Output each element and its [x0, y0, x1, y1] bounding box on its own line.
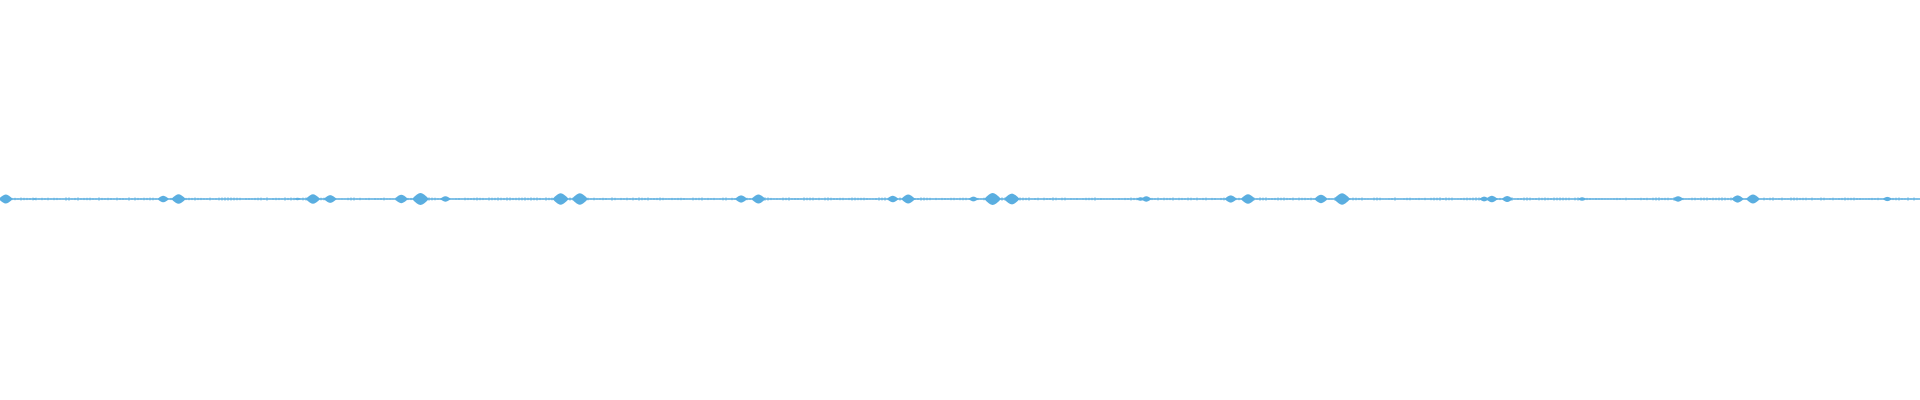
waveform-burst-13 — [751, 194, 766, 204]
waveform-burst-31 — [1745, 194, 1761, 204]
waveform-burst-1 — [30, 198, 39, 200]
waveform-burst-24 — [1333, 193, 1351, 205]
waveform-burst-17 — [984, 193, 1002, 205]
waveform-burst-2 — [157, 195, 170, 203]
waveform-burst-28 — [1577, 197, 1587, 201]
waveform-burst-4 — [293, 197, 302, 201]
waveform-burst-12 — [734, 195, 748, 203]
waveform-burst-23 — [1314, 194, 1328, 204]
waveform-burst-22 — [1240, 194, 1256, 204]
waveform-burst-6 — [323, 195, 337, 203]
waveform-burst-0 — [0, 194, 13, 204]
waveform-burst-9 — [440, 196, 451, 202]
waveform-burst-8 — [412, 193, 429, 205]
waveform-burst-7 — [394, 194, 409, 204]
waveform-burst-26 — [1485, 195, 1498, 203]
waveform-burst-11 — [571, 193, 588, 205]
waveform-burst-32 — [1882, 196, 1893, 202]
waveform-burst-5 — [305, 194, 321, 204]
waveform-burst-18 — [1003, 193, 1020, 205]
waveform-burst-20 — [1140, 196, 1152, 202]
waveform-burst-21 — [1224, 195, 1237, 203]
waveform-burst-14 — [886, 195, 899, 203]
waveform-burst-27 — [1501, 196, 1513, 202]
waveform-burst-15 — [901, 194, 916, 204]
waveform-burst-16 — [968, 196, 979, 202]
waveform-burst-29 — [1672, 196, 1684, 202]
waveform-burst-10 — [552, 193, 569, 205]
waveform-burst-25 — [1479, 196, 1490, 202]
waveform-burst-3 — [171, 194, 186, 204]
waveform-burst-30 — [1731, 195, 1744, 203]
